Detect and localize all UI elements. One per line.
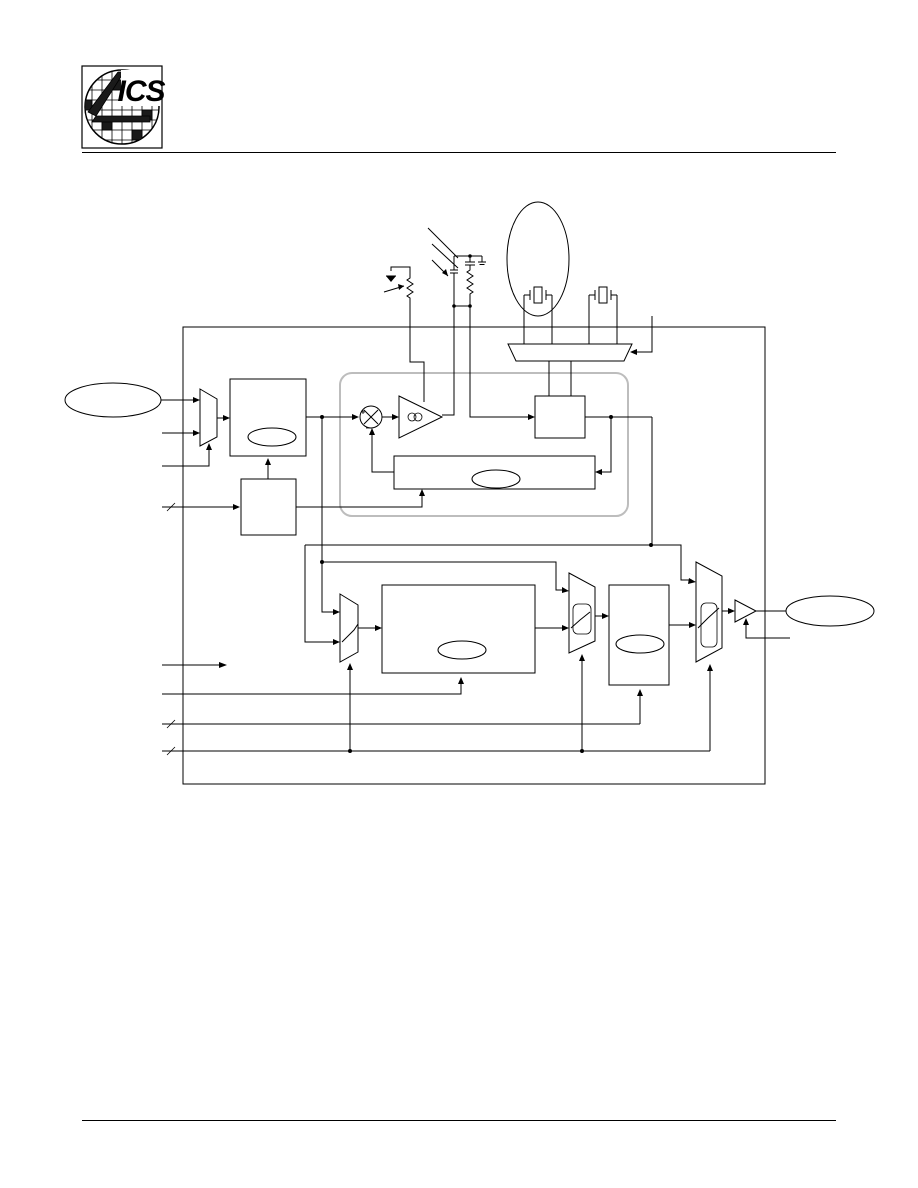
synthesizer-label-ellipse (437, 640, 487, 660)
crystal-select-mux (507, 343, 633, 362)
synthesizer-block (381, 584, 536, 674)
ics-logo-icon: ICS (81, 65, 166, 149)
post-divider-label-ellipse (615, 634, 665, 654)
crystal-2-icon (589, 286, 617, 304)
bias-resistor (383, 266, 425, 402)
loop-filter-components (427, 227, 486, 308)
input-divider-label-ellipse (247, 427, 297, 447)
clock-select-mux-1 (339, 593, 359, 663)
block-diagram (64, 201, 875, 785)
output-clock-ellipse (785, 595, 875, 627)
vcxo-block (534, 395, 586, 439)
feedback-divider-label-ellipse (471, 469, 521, 489)
pll-group-frame (339, 372, 629, 517)
output-buffer (734, 599, 758, 623)
crystal-group-ellipse (506, 201, 570, 317)
crystal-1-icon (524, 286, 552, 304)
logo-text: ICS (117, 75, 165, 108)
phase-detector-icon (359, 405, 383, 429)
charge-pump-amp (398, 395, 444, 439)
input-mux (199, 388, 218, 447)
input-ref-ellipse (64, 382, 162, 418)
control-logic-block (240, 478, 297, 536)
input-divider-block (229, 378, 307, 457)
feedback-divider-block (393, 455, 596, 490)
clock-select-mux-3 (695, 561, 723, 663)
